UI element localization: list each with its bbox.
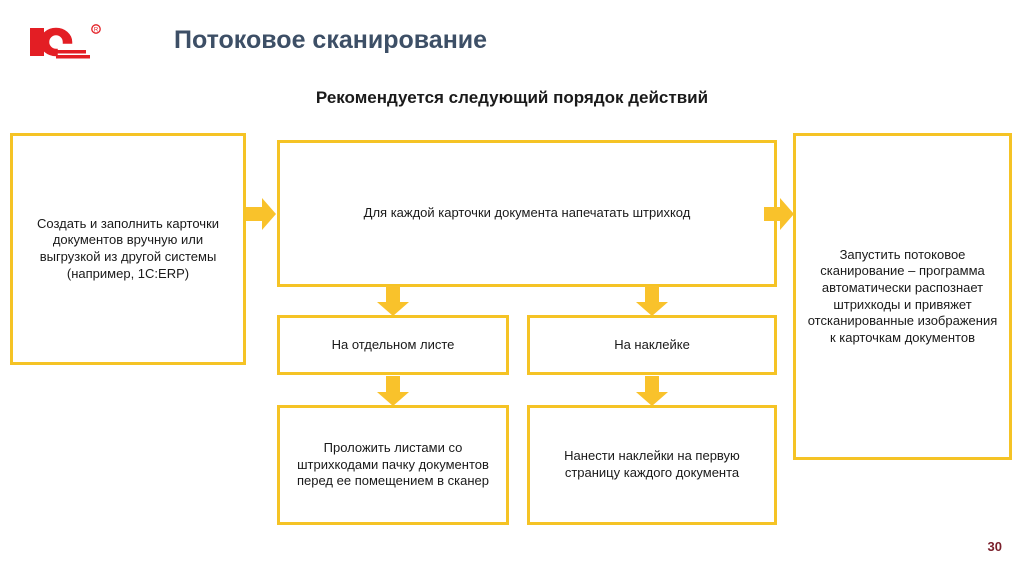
- arrow-down-icon-print-to-sheet: [375, 286, 411, 316]
- flow-box-interleave-sheets-label: Проложить листами со штрихкодами пачку д…: [296, 440, 489, 489]
- flow-box-on-sticker-label: На наклейке: [614, 336, 690, 352]
- arrow-down-icon-print-to-sticker: [634, 286, 670, 316]
- page-title: Потоковое сканирование: [174, 26, 488, 54]
- company-logo-1c-icon: R: [28, 20, 114, 62]
- slide-subtitle: Рекомендуется следующий порядок действий: [315, 88, 709, 107]
- flow-box-apply-stickers-label: Нанести наклейки на первую страницу кажд…: [564, 448, 740, 480]
- flow-box-on-sticker: На наклейке: [527, 315, 777, 375]
- flow-box-interleave-sheets: Проложить листами со штрихкодами пачку д…: [277, 405, 509, 525]
- flow-box-create-cards: Создать и заполнить карточки документов …: [10, 133, 246, 365]
- arrow-right-icon-print-to-launch: [764, 196, 794, 232]
- svg-text:R: R: [94, 28, 99, 34]
- flow-box-create-cards-label: Создать и заполнить карточки документов …: [36, 215, 220, 281]
- arrow-down-icon-sticker-to-apply: [634, 376, 670, 406]
- flow-box-separate-sheet: На отдельном листе: [277, 315, 509, 375]
- flow-box-print-barcode: Для каждой карточки документа напечатать…: [277, 140, 777, 287]
- flow-box-launch-scanning: Запустить потоковое сканирование – прогр…: [793, 133, 1012, 460]
- flow-box-launch-scanning-label: Запустить потоковое сканирование – прогр…: [807, 246, 998, 345]
- arrow-down-icon-sheet-to-interleave: [375, 376, 411, 406]
- flow-box-separate-sheet-label: На отдельном листе: [331, 336, 455, 352]
- flow-box-print-barcode-label: Для каждой карточки документа напечатать…: [363, 205, 691, 221]
- page-number: 30: [987, 539, 1002, 554]
- flow-box-apply-stickers: Нанести наклейки на первую страницу кажд…: [527, 405, 777, 525]
- arrow-right-icon-create-to-print: [246, 196, 276, 232]
